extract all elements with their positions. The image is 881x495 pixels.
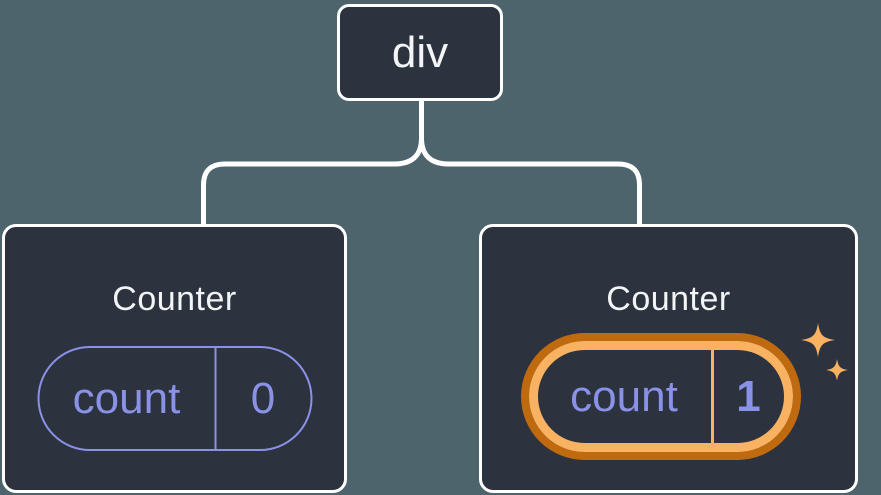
component-title-left: Counter (112, 280, 237, 318)
counter-card-right: Counter count 1 (479, 224, 858, 493)
sparkles-icon (801, 323, 848, 380)
root-node-div: div (337, 4, 503, 101)
state-value-right: 1 (736, 371, 761, 421)
sparkle-star-large (801, 323, 835, 357)
state-key-label-left: count (72, 373, 181, 423)
connector-right-branch (419, 99, 642, 228)
connector-left-branch (201, 99, 424, 228)
state-pill-left: count 0 (37, 346, 312, 451)
counter-card-left: Counter count 0 (2, 224, 347, 493)
state-key-cell-left: count (39, 348, 216, 449)
sparkle-star-small (826, 359, 848, 380)
state-value-left: 0 (250, 373, 276, 423)
state-value-cell-right: 1 (714, 350, 784, 443)
root-node-label: div (391, 27, 449, 77)
state-value-cell-left: 0 (216, 348, 310, 449)
state-key-label-right: count (570, 371, 678, 421)
component-title-right: Counter (606, 280, 731, 318)
state-key-cell-right: count (538, 350, 714, 443)
state-pill-right-highlighted: count 1 (528, 341, 793, 452)
